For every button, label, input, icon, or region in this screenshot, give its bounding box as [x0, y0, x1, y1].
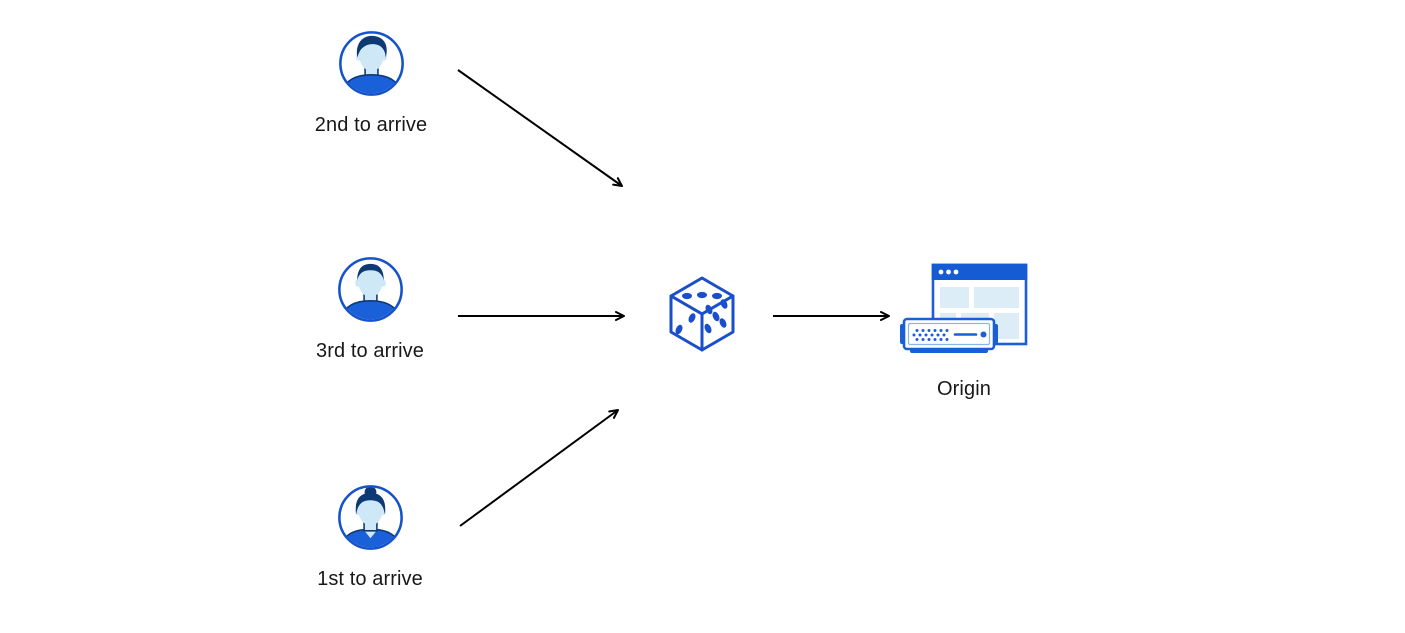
- node-visitor-third: 3rd to arrive: [290, 256, 450, 363]
- origin-label: Origin: [937, 378, 991, 400]
- origin-server-browser-icon: [900, 262, 1028, 362]
- node-origin: Origin: [899, 262, 1029, 401]
- user-avatar-male-swept-hair-icon: [338, 30, 405, 97]
- node-visitor-first: 1st to arrive: [290, 484, 450, 591]
- visitor-first-label: 1st to arrive: [317, 568, 423, 590]
- visitor-second-label: 2nd to arrive: [314, 114, 428, 136]
- dice-icon: [666, 273, 738, 355]
- arrow-visitor2-to-dice: [457, 69, 623, 187]
- user-avatar-female-bun-icon: [337, 484, 404, 551]
- user-avatar-male-flat-hair-icon: [337, 256, 404, 323]
- node-random-selector: [666, 273, 738, 355]
- visitor-third-label: 3rd to arrive: [315, 340, 424, 362]
- node-visitor-second: 2nd to arrive: [291, 30, 451, 137]
- arrow-visitor1-to-dice: [459, 409, 619, 527]
